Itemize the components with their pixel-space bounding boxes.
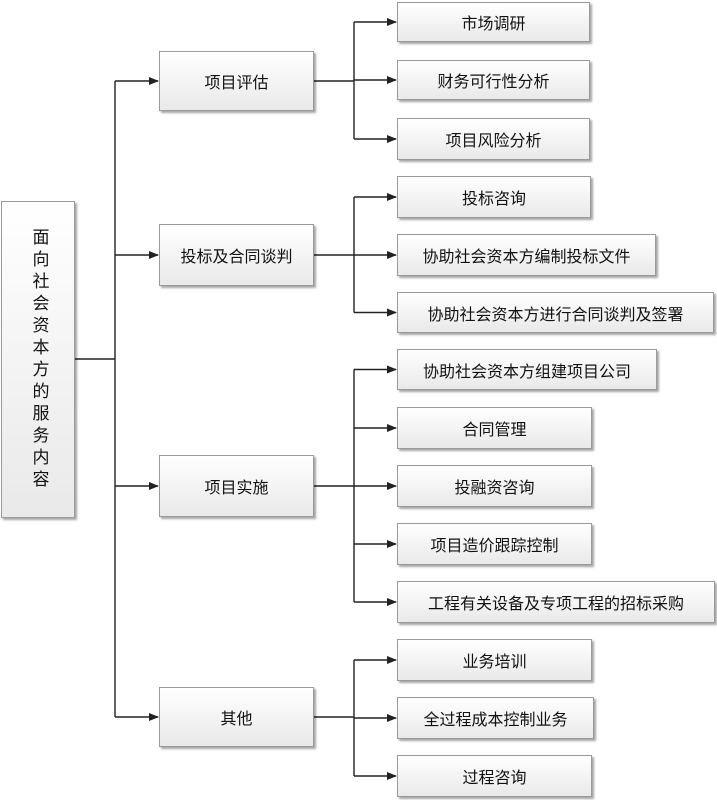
item-node-2-3: 协助社会资本方进行合同谈判及签署 [397,292,714,333]
root-label: 面向社会资本方的服务内容 [28,227,49,492]
item-node-4-3-label: 过程咨询 [462,768,527,787]
item-node-3-3-label: 投融资咨询 [454,478,535,497]
group-node-4: 其他 [159,687,314,747]
item-node-3-5-label: 工程有关设备及专项工程的招标采购 [427,594,684,613]
item-node-3-1: 协助社会资本方组建项目公司 [397,349,657,390]
group-node-2-label: 投标及合同谈判 [180,247,293,266]
item-node-1-2-label: 财务可行性分析 [437,72,550,91]
item-node-2-1: 投标咨询 [397,176,591,218]
group-node-2: 投标及合同谈判 [159,224,314,286]
group-node-1: 项目评估 [159,51,314,111]
group-node-3-label: 项目实施 [204,478,269,497]
item-node-4-1-label: 业务培训 [462,652,527,671]
item-node-2-1-label: 投标咨询 [461,189,526,208]
group-node-1-label: 项目评估 [204,73,269,92]
item-node-4-2-label: 全过程成本控制业务 [423,710,568,729]
item-node-1-1: 市场调研 [397,2,590,42]
item-node-4-1: 业务培训 [397,639,592,681]
item-node-3-1-label: 协助社会资本方组建项目公司 [422,361,631,381]
item-node-1-1-label: 市场调研 [461,14,526,33]
item-node-2-2: 协助社会资本方编制投标文件 [397,234,656,276]
item-node-3-4-label: 项目造价跟踪控制 [430,536,559,555]
group-node-4-label: 其他 [220,709,253,728]
root-node: 面向社会资本方的服务内容 [1,201,75,518]
item-node-3-4: 项目造价跟踪控制 [397,523,592,565]
item-node-4-2: 全过程成本控制业务 [397,697,594,739]
item-node-1-3-label: 项目风险分析 [445,131,542,150]
item-node-4-3: 过程咨询 [397,755,592,797]
item-node-3-2: 合同管理 [397,407,592,449]
item-node-1-3: 项目风险分析 [397,118,590,160]
item-node-2-2-label: 协助社会资本方编制投标文件 [422,247,631,266]
item-node-1-2: 财务可行性分析 [397,60,590,100]
item-node-3-2-label: 合同管理 [462,420,527,439]
item-node-2-3-label: 协助社会资本方进行合同谈判及签署 [427,304,684,324]
item-node-3-5: 工程有关设备及专项工程的招标采购 [397,581,715,623]
group-node-3: 项目实施 [159,455,314,517]
item-node-3-3: 投融资咨询 [397,465,592,507]
